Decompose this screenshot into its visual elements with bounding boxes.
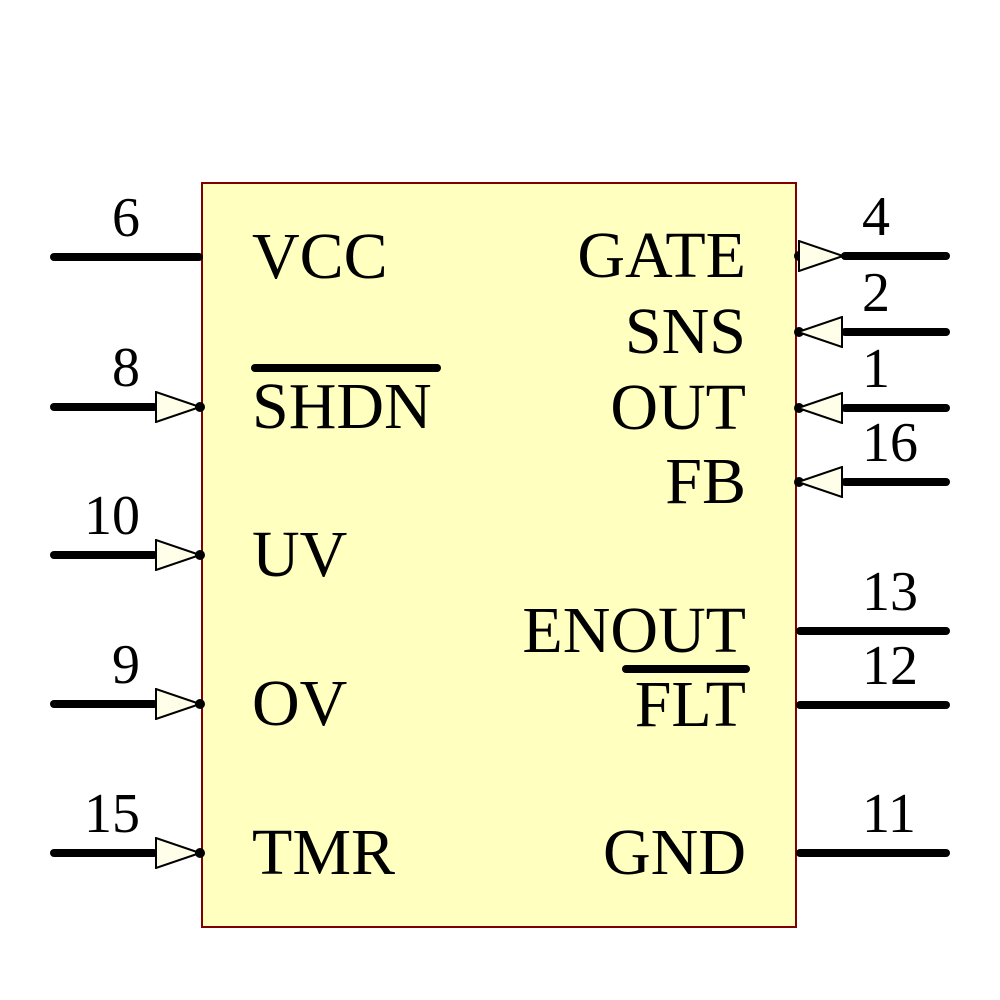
pin-tmr-label: TMR — [252, 816, 396, 889]
pin-15-wire[interactable] — [50, 849, 158, 857]
pin-2-wire[interactable] — [841, 328, 950, 336]
pin-12-number: 12 — [862, 635, 918, 697]
pin-16-number: 16 — [862, 412, 918, 474]
pin-10-wire[interactable] — [50, 551, 158, 559]
input-arrow-icon — [797, 392, 843, 424]
pin-gnd-label: GND — [603, 816, 746, 889]
pin-out-label: OUT — [610, 371, 746, 444]
pin-1-wire[interactable] — [841, 404, 950, 412]
pin-15-connection-dot — [195, 848, 205, 858]
input-arrow-icon — [155, 539, 201, 571]
pin-9-connection-dot — [195, 699, 205, 709]
input-arrow-icon — [797, 466, 843, 498]
pin-vcc-label: VCC — [252, 220, 388, 293]
pin-12-wire[interactable] — [796, 701, 950, 709]
pin-10-connection-dot — [195, 550, 205, 560]
pin-8-number: 8 — [112, 337, 140, 399]
pin-13-wire[interactable] — [796, 627, 950, 635]
pin-9-wire[interactable] — [50, 700, 158, 708]
ic-body[interactable] — [201, 182, 797, 928]
pin-8-wire[interactable] — [50, 403, 158, 411]
pin-4-number: 4 — [862, 186, 890, 248]
pin-gate-label: GATE — [577, 219, 746, 292]
output-arrow-icon — [798, 240, 844, 272]
pin-6-number: 6 — [112, 187, 140, 249]
pin-flt-label: FLT — [634, 668, 746, 741]
input-arrow-icon — [155, 837, 201, 869]
shdn-overline — [251, 364, 441, 372]
pin-11-number: 11 — [862, 783, 916, 845]
input-arrow-icon — [155, 688, 201, 720]
pin-10-number: 10 — [84, 485, 140, 547]
pin-13-number: 13 — [862, 561, 918, 623]
pin-2-number: 2 — [862, 262, 890, 324]
flt-overline — [622, 665, 750, 673]
input-arrow-icon — [797, 316, 843, 348]
pin-15-number: 15 — [84, 783, 140, 845]
pin-8-connection-dot — [195, 402, 205, 412]
pin-1-number: 1 — [862, 338, 890, 400]
pin-ov-label: OV — [252, 667, 348, 740]
pin-fb-label: FB — [665, 445, 746, 518]
pin-9-number: 9 — [112, 634, 140, 696]
pin-uv-label: UV — [252, 518, 348, 591]
pin-6-wire[interactable] — [50, 253, 203, 261]
pin-enout-label: ENOUT — [522, 594, 746, 667]
pin-sns-label: SNS — [624, 295, 746, 368]
input-arrow-icon — [155, 391, 201, 423]
pin-4-wire[interactable] — [841, 252, 950, 260]
pin-11-wire[interactable] — [796, 849, 950, 857]
pin-16-wire[interactable] — [841, 478, 950, 486]
pin-shdn-label: SHDN — [252, 370, 432, 443]
